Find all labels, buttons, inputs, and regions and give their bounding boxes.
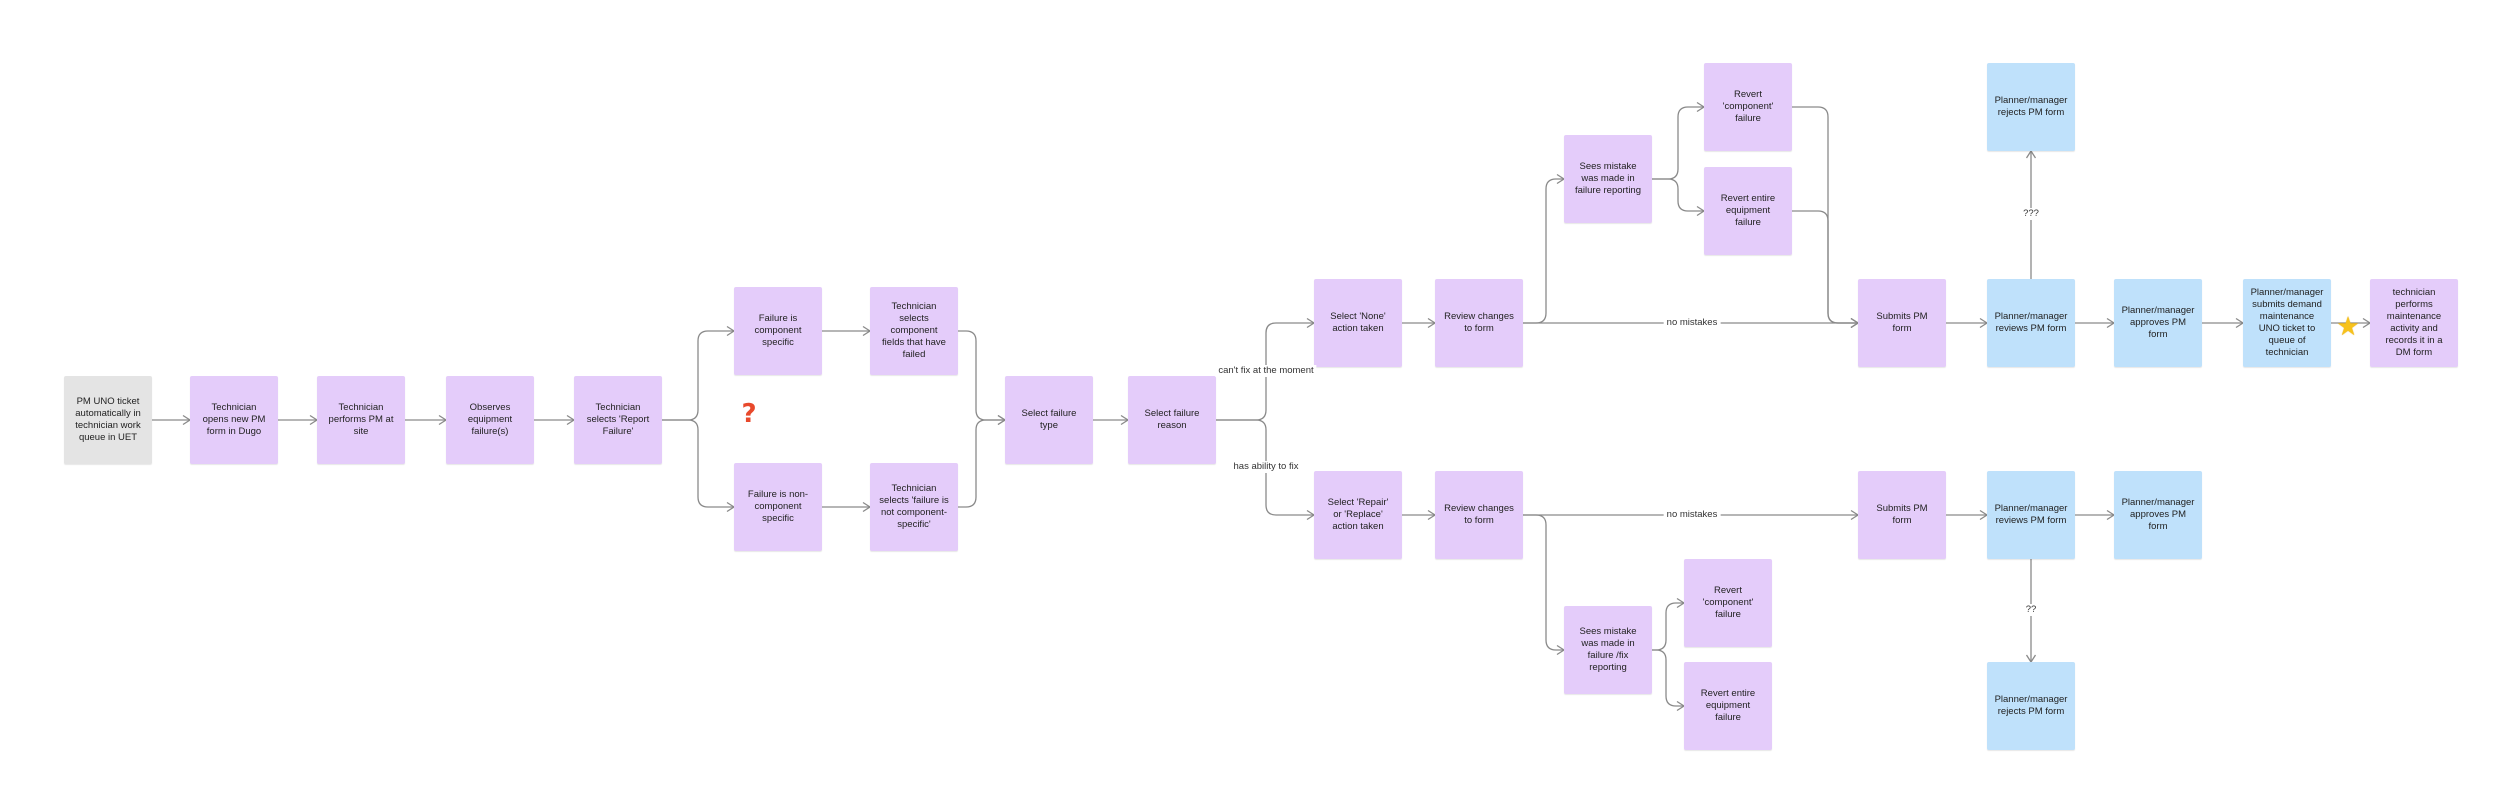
edge-report-to-component (662, 325, 736, 421)
node-sees-mistake-bottom: Sees mistake was made in failure /fix re… (1564, 606, 1652, 694)
node-revert-equipment-top: Revert entire equipment failure (1704, 167, 1792, 255)
node-manager-rejects-top: Planner/manager rejects PM form (1987, 63, 2075, 151)
node-label: technician performs maintenance activity… (2385, 287, 2443, 358)
node-label: Planner/manager approves PM form (2121, 497, 2195, 532)
node-manager-rejects-bottom: Planner/manager rejects PM form (1987, 662, 2075, 750)
node-label: Select failure reason (1144, 408, 1200, 431)
node-label: Select failure type (1021, 408, 1077, 431)
edge-revert-eq-to-submit-top (1792, 210, 1860, 329)
node-technician-dm-form: technician performs maintenance activity… (2370, 279, 2458, 367)
node-label: Select 'Repair' or 'Replace' action take… (1327, 497, 1389, 532)
edge-mistake-to-revert-comp-top (1652, 101, 1706, 180)
node-select-component-fields: Technician selects component fields that… (870, 287, 958, 375)
node-label: Planner/manager reviews PM form (1994, 503, 2068, 526)
node-select-repair-action: Select 'Repair' or 'Replace' action take… (1314, 471, 1402, 559)
node-open-pm-form: Technician opens new PM form in Dugo (190, 376, 278, 464)
node-report-failure: Technician selects 'Report Failure' (574, 376, 662, 464)
edge-review-to-mistake-top (1523, 173, 1566, 324)
node-label: Failure is component specific (754, 313, 802, 348)
edge-mistake-to-revert-eq-bottom (1652, 649, 1686, 712)
node-label: Sees mistake was made in failure /fix re… (1579, 626, 1637, 673)
node-component-specific: Failure is component specific (734, 287, 822, 375)
node-select-none-action: Select 'None' action taken (1314, 279, 1402, 367)
edge-label-has-ability: has ability to fix (1230, 461, 1302, 473)
node-pm-ticket: PM UNO ticket automatically in technicia… (64, 376, 152, 464)
edge-label-question-top: ??? (2020, 208, 2042, 220)
node-label: Planner/manager submits demand maintenan… (2250, 287, 2324, 358)
node-label: Technician performs PM at site (328, 402, 394, 437)
node-label: Planner/manager rejects PM form (1994, 95, 2068, 118)
edge-label-cant-fix: can't fix at the moment (1215, 365, 1317, 377)
node-select-failure-reason: Select failure reason (1128, 376, 1216, 464)
node-revert-component-top: Revert 'component' failure (1704, 63, 1792, 151)
edge-review-to-mistake-bottom (1523, 514, 1566, 656)
edge-label-no-mistakes-top: no mistakes (1663, 317, 1721, 329)
node-perform-pm: Technician performs PM at site (317, 376, 405, 464)
node-manager-reviews-bottom: Planner/manager reviews PM form (1987, 471, 2075, 559)
node-label: Technician opens new PM form in Dugo (202, 402, 266, 437)
node-label: Planner/manager rejects PM form (1994, 694, 2068, 717)
edge-fields-to-type (958, 330, 1007, 426)
node-label: Planner/manager reviews PM form (1994, 311, 2068, 334)
node-manager-reviews-top: Planner/manager reviews PM form (1987, 279, 2075, 367)
node-observe-failure: Observes equipment failure(s) (446, 376, 534, 464)
node-non-component-specific: Failure is non-component specific (734, 463, 822, 551)
node-review-changes-bottom: Review changes to form (1435, 471, 1523, 559)
node-label: Submits PM form (1876, 311, 1928, 334)
node-label: Review changes to form (1444, 311, 1514, 334)
edge-label-question-bottom: ?? (2022, 604, 2040, 616)
node-submit-pm-bottom: Submits PM form (1858, 471, 1946, 559)
star-icon: ★ (2336, 312, 2360, 342)
edge-mistake-to-revert-eq-top (1652, 178, 1706, 217)
node-label: Revert entire equipment failure (1720, 193, 1776, 228)
node-label: Select 'None' action taken (1330, 311, 1386, 334)
node-sees-mistake-top: Sees mistake was made in failure reporti… (1564, 135, 1652, 223)
node-select-not-component: Technician selects 'failure is not compo… (870, 463, 958, 551)
edge-report-to-noncomponent (662, 419, 736, 513)
node-label: Technician selects 'Report Failure' (586, 402, 650, 437)
node-manager-approves-top: Planner/manager approves PM form (2114, 279, 2202, 367)
node-manager-submits-dm: Planner/manager submits demand maintenan… (2243, 279, 2331, 367)
node-label: Review changes to form (1444, 503, 1514, 526)
edge-mistake-to-revert-comp-bottom (1652, 597, 1686, 651)
node-label: Technician selects component fields that… (882, 301, 946, 360)
node-label: Observes equipment failure(s) (467, 402, 513, 437)
node-submit-pm-top: Submits PM form (1858, 279, 1946, 367)
node-revert-equipment-bottom: Revert entire equipment failure (1684, 662, 1772, 750)
node-label: Revert 'component' failure (1702, 585, 1754, 620)
edge-label-no-mistakes-bottom: no mistakes (1663, 509, 1721, 521)
node-manager-approves-bottom: Planner/manager approves PM form (2114, 471, 2202, 559)
node-label: Submits PM form (1876, 503, 1928, 526)
node-label: Planner/manager approves PM form (2121, 305, 2195, 340)
node-label: Failure is non-component specific (747, 489, 809, 524)
node-label: Revert 'component' failure (1722, 89, 1774, 124)
node-select-failure-type: Select failure type (1005, 376, 1093, 464)
node-review-changes-top: Review changes to form (1435, 279, 1523, 367)
node-label: Revert entire equipment failure (1700, 688, 1756, 723)
node-label: Technician selects 'failure is not compo… (879, 483, 949, 530)
edge-revert-comp-to-submit-top (1792, 106, 1860, 329)
node-revert-component-bottom: Revert 'component' failure (1684, 559, 1772, 647)
node-label: Sees mistake was made in failure reporti… (1574, 161, 1641, 196)
edge-notcomp-to-type (958, 414, 1007, 508)
question-mark-icon: ? (741, 399, 757, 429)
node-label: PM UNO ticket automatically in technicia… (75, 396, 141, 443)
